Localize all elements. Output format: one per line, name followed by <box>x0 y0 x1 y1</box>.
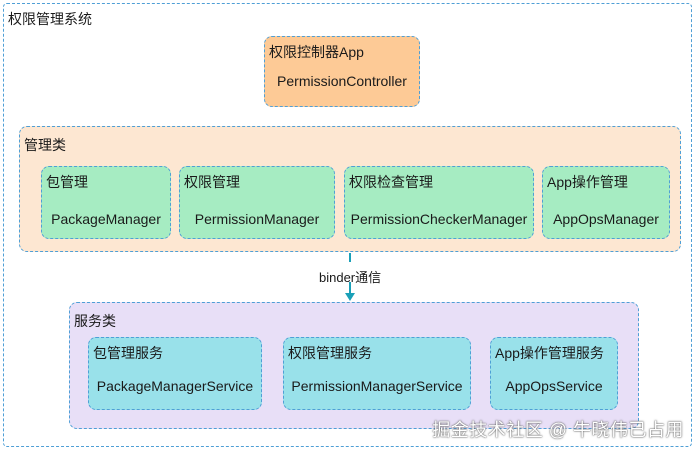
service-group-title: 服务类 <box>74 313 116 329</box>
service-item-subtitle: PermissionManagerService <box>291 378 463 394</box>
manager-item-subtitle: PermissionCheckerManager <box>350 211 528 227</box>
manager-item-title: 包管理 <box>46 174 88 190</box>
manager-group-title: 管理类 <box>24 137 66 153</box>
watermark: 掘金技术社区 @ 牛晓伟已占用 <box>432 420 684 440</box>
service-item-title: App操作管理服务 <box>495 345 604 361</box>
manager-item-subtitle: PackageManager <box>51 211 161 227</box>
manager-item-subtitle: AppOpsManager <box>553 211 659 227</box>
service-item-permission: 权限管理服务 PermissionManagerService <box>283 337 471 410</box>
binder-label: binder通信 <box>319 270 382 285</box>
controller-title: 权限控制器App <box>269 44 364 60</box>
system-frame <box>3 3 692 447</box>
system-title: 权限管理系统 <box>8 11 92 27</box>
controller-subtitle: PermissionController <box>277 73 407 89</box>
service-item-appops: App操作管理服务 AppOpsService <box>490 337 618 410</box>
manager-item-title: 权限检查管理 <box>349 174 433 190</box>
manager-item-title: App操作管理 <box>547 174 628 190</box>
service-item-subtitle: PackageManagerService <box>96 378 254 394</box>
service-item-package: 包管理服务 PackageManagerService <box>88 337 262 410</box>
manager-item-package: 包管理 PackageManager <box>41 166 171 239</box>
controller-box: 权限控制器App PermissionController <box>264 36 420 107</box>
manager-item-permission-checker: 权限检查管理 PermissionCheckerManager <box>344 166 534 239</box>
manager-item-permission: 权限管理 PermissionManager <box>179 166 335 239</box>
service-item-title: 包管理服务 <box>93 345 163 361</box>
service-item-subtitle: AppOpsService <box>505 378 603 394</box>
service-item-title: 权限管理服务 <box>288 345 372 361</box>
manager-item-appops: App操作管理 AppOpsManager <box>542 166 670 239</box>
manager-item-subtitle: PermissionManager <box>194 211 320 227</box>
manager-item-title: 权限管理 <box>184 174 240 190</box>
